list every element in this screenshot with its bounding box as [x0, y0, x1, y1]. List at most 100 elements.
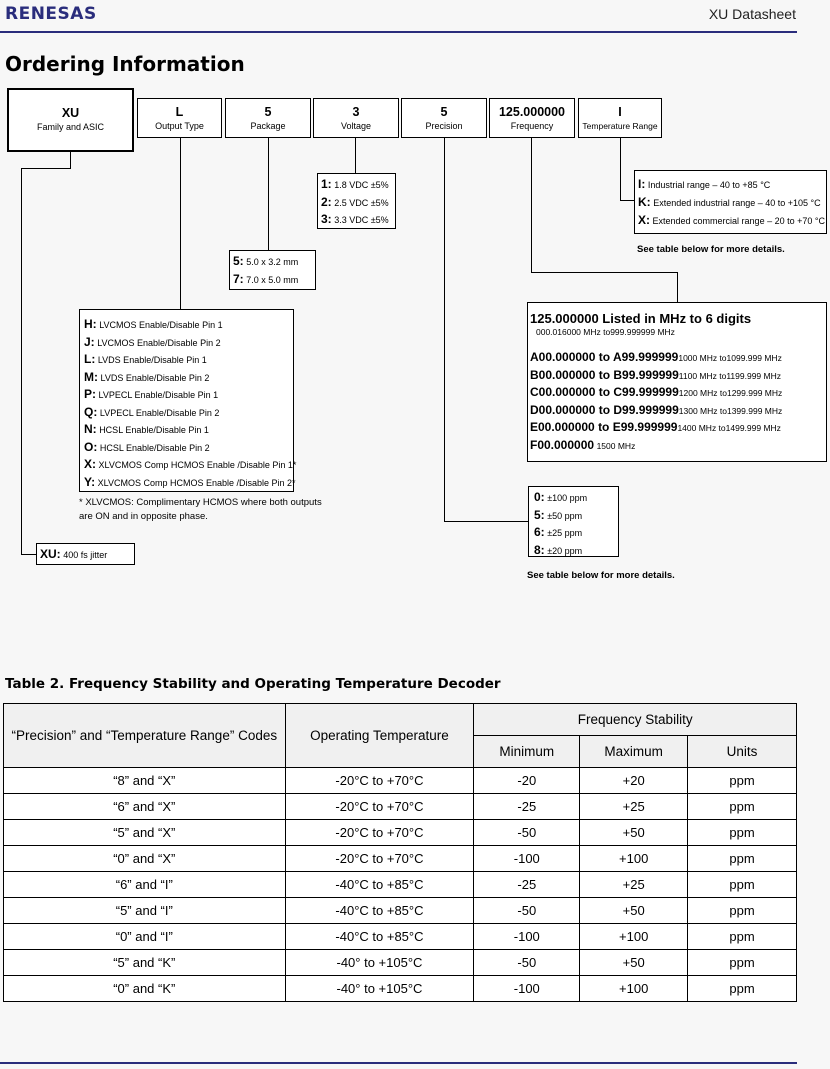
- option-code: J:: [84, 334, 95, 349]
- cell-temperature: -20°C to +70°C: [284, 767, 475, 794]
- connector-temperature-h: [620, 200, 634, 201]
- header-codes: “Precision” and “Temperature Range” Code…: [3, 703, 286, 768]
- code-box-package-code: 5: [264, 105, 272, 119]
- code-box-family: XU Family and ASIC: [7, 88, 134, 152]
- code-box-temperature: I Temperature Range: [578, 98, 662, 138]
- temperature-option: K: Extended industrial range – 40 to +10…: [638, 193, 826, 211]
- connector-precision-h: [444, 521, 528, 522]
- option-code: A00.000000 to A99.999999: [530, 350, 679, 364]
- cell-maximum: +100: [579, 845, 689, 872]
- connector-family-h2: [21, 554, 36, 555]
- connector-frequency: [531, 138, 532, 272]
- cell-maximum: +20: [579, 767, 689, 794]
- footer-divider: [0, 1062, 797, 1064]
- option-code: P:: [84, 387, 96, 401]
- output-option: H: LVCMOS Enable/Disable Pin 1: [84, 316, 293, 334]
- cell-temperature: -40° to +105°C: [284, 949, 475, 976]
- output-option: Q: LVPECL Enable/Disable Pin 2: [84, 404, 293, 422]
- option-text: Industrial range – 40 to +85 °C: [647, 180, 771, 190]
- code-box-family-label: Family and ASIC: [36, 122, 105, 132]
- option-text: Extended commercial range – 20 to +70 °C: [652, 216, 825, 226]
- option-code: 6:: [534, 525, 545, 539]
- option-text: LVPECL Enable/Disable Pin 1: [98, 390, 219, 400]
- code-box-precision-label: Precision: [425, 121, 463, 131]
- voltage-option: 2: 2.5 VDC ±5%: [321, 194, 395, 212]
- cell-maximum: +100: [579, 975, 689, 1002]
- option-text: LVCMOS Enable/Disable Pin 1: [99, 320, 223, 330]
- code-box-family-code: XU: [61, 106, 80, 120]
- renesas-logo: RENESAS: [5, 4, 97, 24]
- cell-units: ppm: [687, 897, 797, 924]
- code-box-output-code: L: [175, 105, 184, 119]
- option-code: E00.000000 to E99.999999: [530, 420, 678, 434]
- option-text: 1300 MHz to1399.999 MHz: [678, 405, 783, 416]
- option-text: LVCMOS Enable/Disable Pin 2: [97, 337, 221, 348]
- section-title: Ordering Information: [5, 52, 245, 76]
- voltage-option: 1: 1.8 VDC ±5%: [321, 176, 395, 194]
- cell-units: ppm: [687, 975, 797, 1002]
- option-text: 2.5 VDC ±5%: [334, 197, 389, 208]
- connector-temperature: [620, 138, 621, 200]
- cell-temperature: -40° to +105°C: [284, 975, 475, 1002]
- frequency-headline: 125.000000 Listed in MHz to 6 digits: [530, 311, 752, 326]
- option-code: F00.000000: [530, 437, 595, 452]
- code-box-voltage-label: Voltage: [340, 121, 372, 131]
- precision-option: 8: ±20 ppm: [534, 542, 618, 560]
- cell-temperature: -20°C to +70°C: [284, 793, 475, 820]
- cell-units: ppm: [687, 767, 797, 794]
- precision-note: See table below for more details.: [527, 570, 675, 581]
- frequency-row: E00.000000 to E99.9999991400 MHz to1499.…: [530, 419, 826, 437]
- option-text: 7.0 x 5.0 mm: [246, 274, 299, 285]
- code-box-output-label: Output Type: [155, 121, 204, 131]
- cell-codes: “5” and “X”: [3, 819, 286, 846]
- output-option: O: HCSL Enable/Disable Pin 2: [84, 439, 293, 457]
- option-code: 5:: [534, 507, 545, 522]
- code-box-frequency-label: Frequency: [510, 121, 554, 131]
- option-code: 0:: [534, 490, 545, 504]
- cell-minimum: -100: [473, 975, 581, 1002]
- connector-package: [268, 138, 269, 250]
- stability-decoder-table: “Precision” and “Temperature Range” Code…: [3, 703, 797, 1002]
- output-option: X: XLVCMOS Comp HCMOS Enable /Disable Pi…: [84, 456, 296, 474]
- frequency-row: F00.000000 1500 MHz: [530, 437, 826, 455]
- cell-temperature: -40°C to +85°C: [284, 923, 475, 950]
- cell-units: ppm: [687, 793, 797, 820]
- output-option: P: LVPECL Enable/Disable Pin 1: [84, 386, 293, 404]
- connector-voltage: [355, 138, 356, 173]
- cell-codes: “8” and “X”: [3, 767, 286, 794]
- cell-units: ppm: [687, 819, 797, 846]
- option-text: 1400 MHz to1499.999 MHz: [677, 423, 781, 433]
- option-text: 5.0 x 3.2 mm: [246, 257, 299, 267]
- option-text: LVDS Enable/Disable Pin 1: [97, 355, 207, 365]
- option-code: L:: [84, 352, 96, 366]
- document-title: XU Datasheet: [708, 6, 796, 22]
- family-options-box: XU: 400 fs jitter: [36, 543, 135, 565]
- cell-temperature: -40°C to +85°C: [284, 871, 475, 898]
- header-divider: [0, 31, 797, 33]
- header-operating-temperature: Operating Temperature: [284, 703, 475, 768]
- code-box-package-label: Package: [250, 121, 286, 131]
- option-code: Y:: [84, 474, 96, 489]
- option-code: 2:: [321, 194, 332, 209]
- cell-minimum: -25: [473, 871, 581, 898]
- cell-temperature: -20°C to +70°C: [284, 819, 475, 846]
- option-text: HCSL Enable/Disable Pin 1: [99, 425, 209, 435]
- precision-options-box: 0: ±100 ppm 5: ±50 ppm 6: ±25 ppm 8: ±20…: [528, 486, 619, 557]
- cell-maximum: +100: [579, 923, 689, 950]
- cell-codes: “0” and “K”: [3, 975, 286, 1002]
- cell-codes: “6” and “X”: [3, 793, 286, 820]
- option-text: 3.3 VDC ±5%: [334, 215, 389, 225]
- option-text: 1.8 VDC ±5%: [334, 180, 389, 190]
- code-box-precision: 5 Precision: [401, 98, 487, 138]
- cell-minimum: -25: [473, 793, 581, 820]
- frequency-row: C00.000000 to C99.9999991200 MHz to1299.…: [530, 384, 826, 402]
- precision-option: 5: ±50 ppm: [534, 507, 618, 525]
- frequency-range: 000.016000 MHz to999.999999 MHz: [536, 327, 675, 337]
- option-code: D00.000000 to D99.999999: [530, 402, 679, 417]
